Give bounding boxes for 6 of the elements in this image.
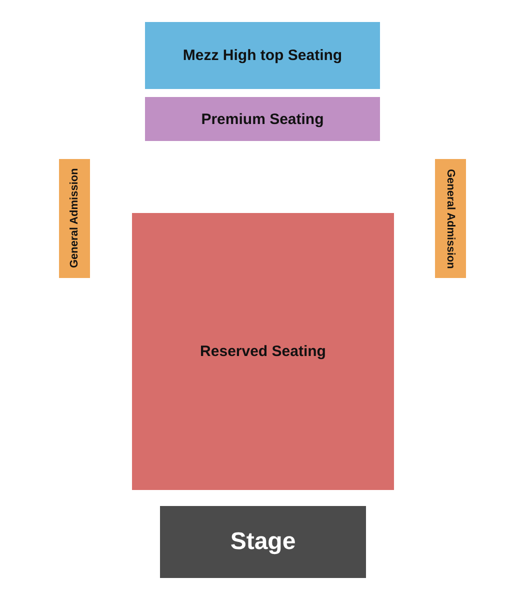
seating-section: Mezz High top Seating — [145, 22, 380, 89]
stage: Stage — [160, 506, 366, 578]
seating-section: General Admission — [59, 159, 90, 278]
seating-section: General Admission — [435, 159, 466, 278]
seating-section: Premium Seating — [145, 97, 380, 141]
seating-section: Reserved Seating — [132, 213, 394, 490]
